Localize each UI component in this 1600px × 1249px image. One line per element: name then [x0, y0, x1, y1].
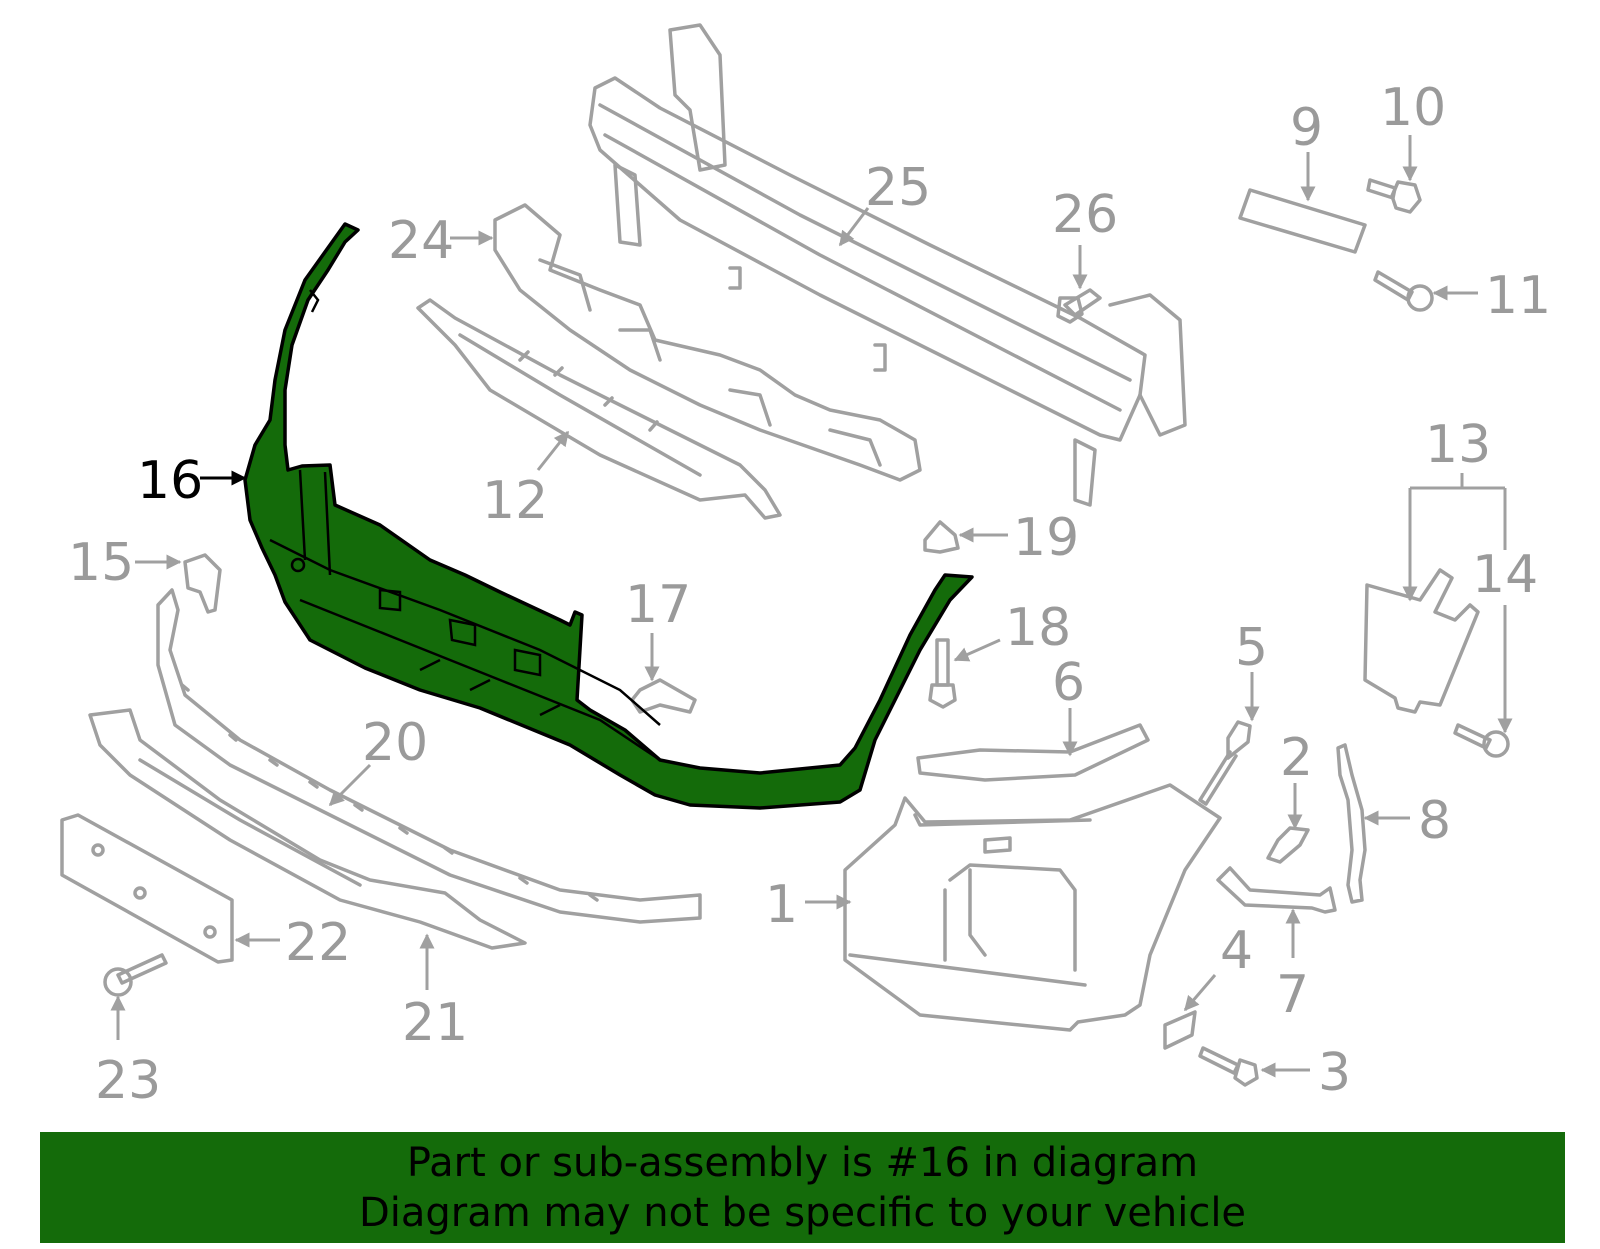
callout-21: 21 — [402, 993, 468, 1053]
callout-25: 25 — [865, 158, 931, 218]
callout-20: 20 — [362, 713, 428, 773]
callout-9: 9 — [1290, 98, 1323, 158]
callout-17: 17 — [625, 575, 691, 635]
part-15-bracket — [183, 553, 222, 614]
callout-22: 22 — [285, 913, 351, 973]
part-11-screw — [1373, 270, 1434, 312]
callout-12: 12 — [482, 471, 548, 531]
leader-lines — [110, 135, 1513, 1078]
part-23-screw — [103, 953, 168, 997]
callout-6: 6 — [1052, 653, 1085, 713]
callout-15: 15 — [68, 533, 134, 593]
part-3-bolt — [1198, 1046, 1259, 1087]
callout-16: 16 — [137, 451, 203, 511]
part-9-trim — [1238, 188, 1367, 254]
callout-11: 11 — [1485, 266, 1551, 326]
leader-4 — [1183, 974, 1217, 1012]
callout-1: 1 — [765, 875, 798, 935]
part-16-highlighted-grille — [243, 222, 974, 810]
part-24-energy-absorber — [493, 203, 922, 482]
part-10-bolt — [1366, 178, 1422, 214]
callout-labels: 25 26 24 12 9 10 11 13 14 15 16 17 18 19… — [68, 78, 1551, 1111]
callout-7: 7 — [1276, 965, 1309, 1025]
part-2-clip — [1266, 826, 1310, 864]
callout-5: 5 — [1235, 618, 1268, 678]
callout-4: 4 — [1220, 921, 1253, 981]
part-19-clip — [923, 520, 960, 554]
banner-line-2: Diagram may not be specific to your vehi… — [358, 1190, 1247, 1236]
part-1-bumper-cover — [843, 783, 1222, 1032]
part-20-lower-strip — [156, 588, 702, 924]
part-7-bracket — [1216, 866, 1337, 914]
part-18-bolt — [928, 638, 957, 709]
part-26-bolt — [1056, 288, 1102, 324]
callout-24: 24 — [388, 211, 454, 271]
callout-8: 8 — [1418, 791, 1451, 851]
leader-18 — [953, 638, 1001, 662]
callout-23: 23 — [95, 1051, 161, 1111]
banner-line-1: Part or sub-assembly is #16 in diagram — [406, 1140, 1199, 1186]
part-5-push-pin — [1198, 720, 1252, 806]
callout-19: 19 — [1013, 508, 1079, 568]
callout-3: 3 — [1318, 1043, 1351, 1103]
leader-25 — [838, 207, 870, 247]
part-4-clip — [1163, 1010, 1197, 1050]
callout-18: 18 — [1005, 598, 1071, 658]
part-13-deflector — [1363, 568, 1480, 714]
leader-12 — [536, 430, 570, 471]
part-8-side-bracket — [1336, 743, 1367, 904]
callout-2: 2 — [1280, 728, 1313, 788]
part-22-plate-bracket — [60, 813, 234, 964]
notice-banner: Part or sub-assembly is #16 in diagram D… — [40, 1132, 1565, 1243]
callout-14: 14 — [1472, 545, 1538, 605]
callout-13: 13 — [1425, 415, 1491, 475]
part-6-trim — [916, 723, 1150, 782]
part-21-valance — [88, 708, 527, 950]
leader-20 — [328, 763, 372, 807]
part-14-screw — [1453, 723, 1510, 758]
part-25-reinforcement-beam — [588, 23, 1187, 507]
callout-10: 10 — [1380, 78, 1446, 138]
part-12-bracket — [416, 298, 782, 520]
callout-26: 26 — [1052, 185, 1118, 245]
